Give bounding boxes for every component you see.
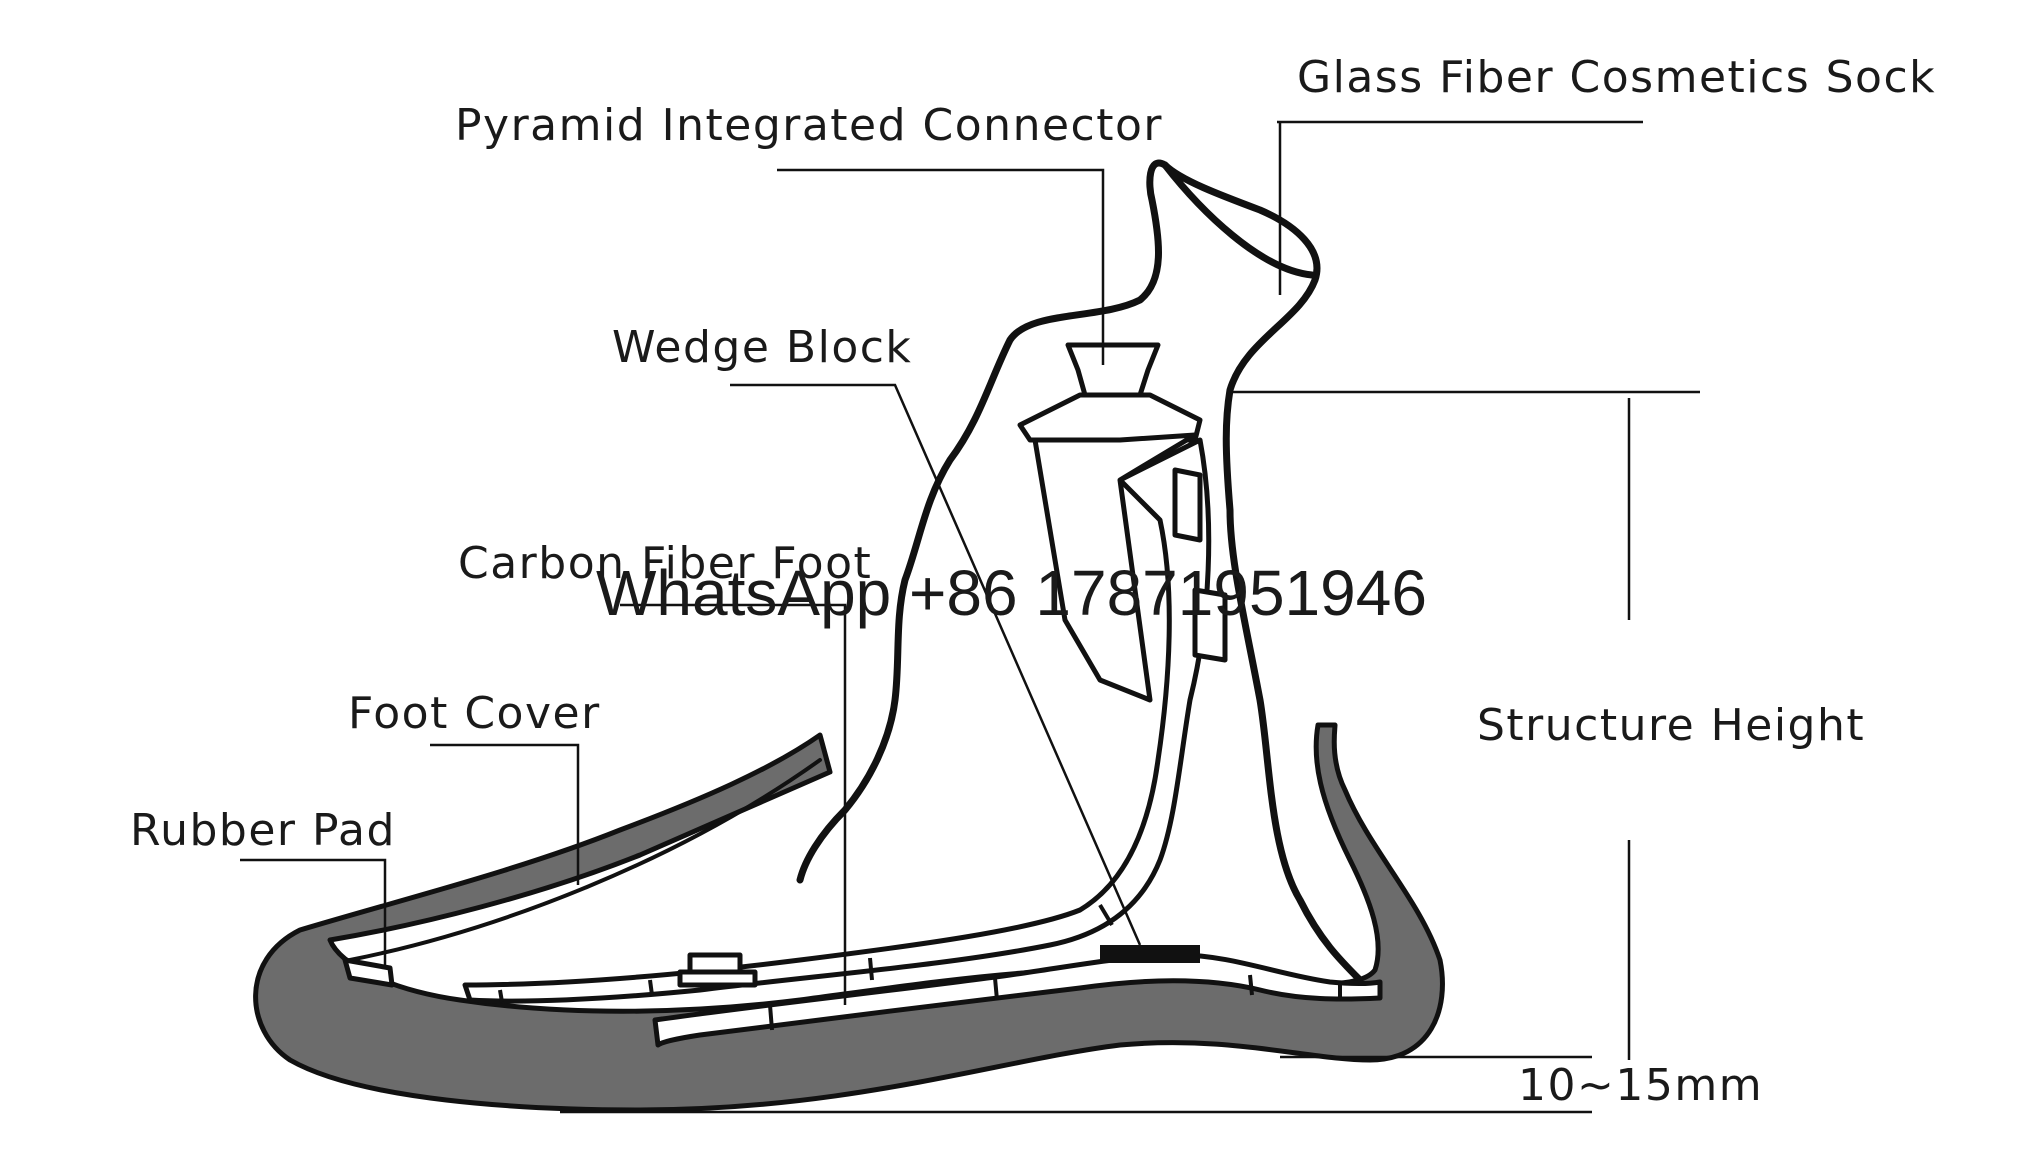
pyramid-connector-plate — [1017, 392, 1203, 443]
carbon-fiber-foot-blade — [462, 437, 1212, 1004]
label-rubber-pad: Rubber Pad — [130, 805, 396, 856]
cosmetics-sock-outline — [796, 159, 1364, 984]
blade-seg-3 — [868, 957, 874, 981]
leader-wedge — [730, 383, 1142, 946]
foot-cover-shell — [253, 722, 1445, 1113]
blade-seg-1 — [498, 989, 504, 1003]
label-carbon-fiber-foot: Carbon Fiber Foot — [458, 538, 872, 589]
connector-clamp-upper — [1172, 467, 1203, 543]
watermark-text: WhatsApp +86 17871951946 — [596, 557, 1427, 629]
blade-seg-2 — [648, 979, 654, 996]
leader-rubber-pad — [240, 858, 387, 965]
label-structure-height: Structure Height — [1477, 700, 1865, 751]
label-pyramid-connector: Pyramid Integrated Connector — [455, 100, 1163, 151]
leader-carbon — [620, 603, 847, 1005]
leader-pyramid — [777, 168, 1105, 365]
sock-top-opening — [1161, 161, 1316, 279]
foot-cover-upper-strip — [348, 758, 822, 962]
sole-seg-2 — [993, 977, 999, 1001]
blade-seg-4 — [1098, 903, 1114, 927]
wedge-block — [1100, 945, 1200, 963]
pyramid-connector-body — [1032, 432, 1198, 703]
leader-foot-cover — [430, 743, 580, 885]
label-foot-cover: Foot Cover — [348, 688, 601, 739]
label-wedge-block: Wedge Block — [612, 322, 912, 373]
connector-clamp-lower — [1192, 587, 1228, 663]
sole-bolt — [677, 952, 758, 988]
label-glass-fiber-sock: Glass Fiber Cosmetics Sock — [1297, 52, 1936, 103]
pyramid-connector-top — [1065, 342, 1161, 398]
rubber-pad-tip — [342, 957, 395, 988]
sole-seg-1 — [768, 1004, 774, 1031]
sole-seg-3 — [1248, 974, 1254, 996]
label-thickness: 10~15mm — [1518, 1060, 1763, 1111]
carbon-fiber-sole-plate — [652, 952, 1383, 1048]
